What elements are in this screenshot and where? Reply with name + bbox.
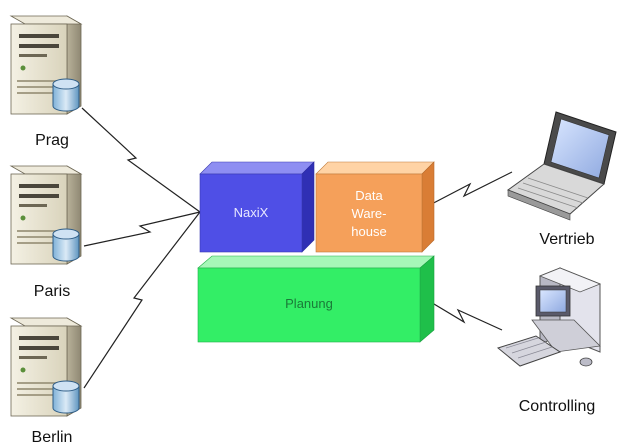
label-berlin: Berlin — [32, 429, 73, 446]
server-prag: Prag — [10, 15, 82, 149]
server-icon — [10, 165, 82, 265]
server-berlin: Berlin — [10, 317, 82, 446]
label-data-warehouse-line3: house — [351, 224, 386, 239]
laptop-icon — [506, 111, 617, 221]
connector-berlin — [83, 211, 201, 389]
block-planung: Planung — [197, 255, 435, 343]
server-icon — [10, 15, 82, 115]
label-planung: Planung — [285, 296, 333, 311]
client-controlling: Controlling — [496, 267, 602, 415]
desktop-computer-icon — [496, 267, 602, 367]
label-controlling: Controlling — [519, 398, 595, 415]
server-paris: Paris — [10, 165, 82, 300]
label-paris: Paris — [34, 283, 70, 300]
connector-vertrieb — [423, 171, 513, 209]
label-naxix: NaxiX — [234, 205, 269, 220]
connectors — [81, 107, 513, 389]
connector-prag — [81, 107, 201, 213]
connector-controlling — [423, 297, 503, 331]
label-prag: Prag — [35, 132, 69, 149]
block-data-warehouse: Data Ware- house — [315, 161, 435, 253]
label-vertrieb: Vertrieb — [539, 231, 594, 248]
label-data-warehouse-line2: Ware- — [352, 206, 387, 221]
label-data-warehouse-line1: Data — [355, 188, 383, 203]
connector-paris — [83, 211, 201, 247]
client-vertrieb: Vertrieb — [506, 111, 617, 248]
block-naxix: NaxiX — [199, 161, 315, 253]
server-icon — [10, 317, 82, 417]
